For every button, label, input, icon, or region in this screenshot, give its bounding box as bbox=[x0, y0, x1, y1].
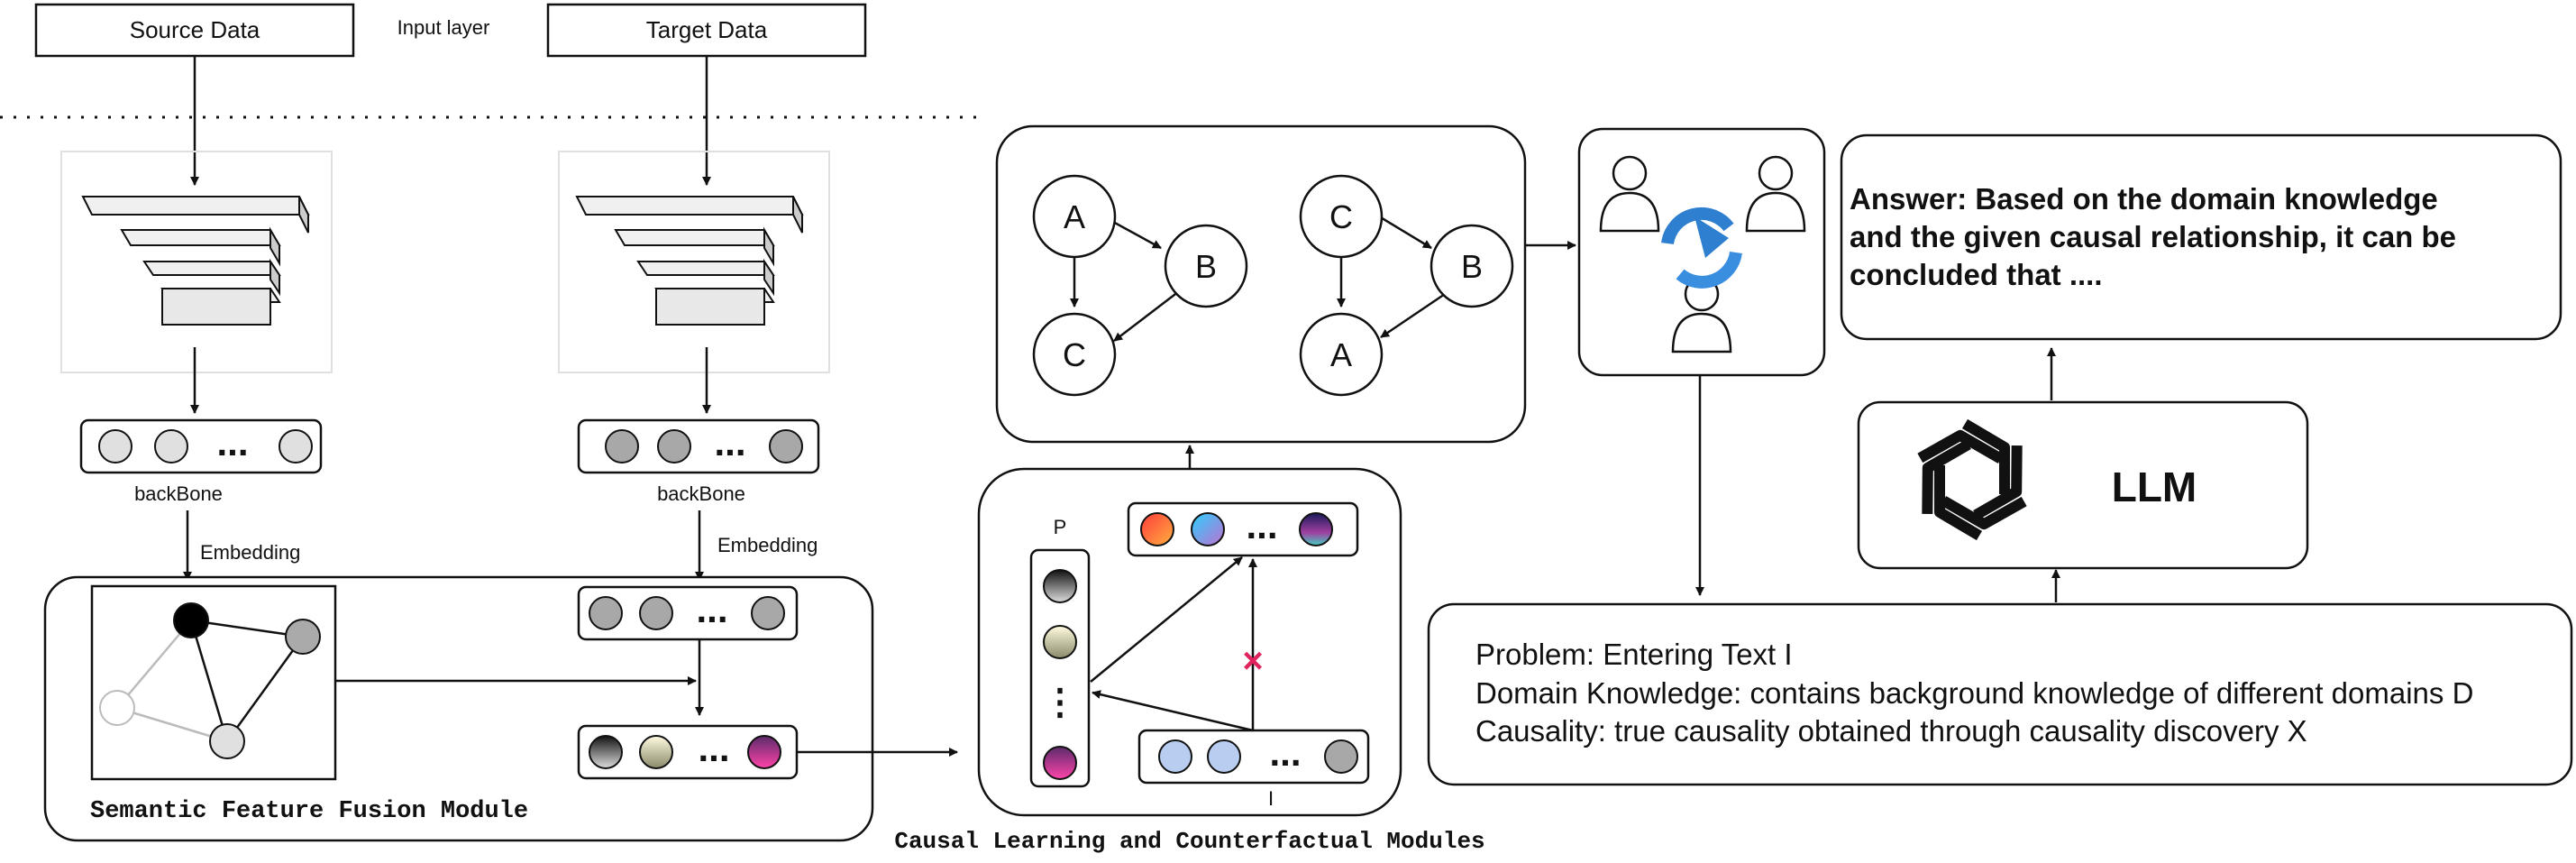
target-data-box: Target Data bbox=[546, 3, 867, 58]
ellipsis: ... bbox=[1246, 504, 1277, 546]
i-vector: ... bbox=[1137, 729, 1370, 785]
backbone-right-label: backBone bbox=[657, 482, 745, 505]
fusion-vector-top: ... bbox=[577, 585, 799, 641]
answer-box bbox=[1840, 133, 2562, 341]
causal-graphs-box bbox=[995, 124, 1527, 444]
feature-vector-left: ... bbox=[79, 418, 323, 474]
prompt-line-2: Domain Knowledge: contains background kn… bbox=[1475, 676, 2473, 710]
p-label: P bbox=[1054, 516, 1067, 538]
causal-graph-left: A B C bbox=[1032, 174, 1248, 397]
answer-line-3: concluded that .... bbox=[1850, 258, 2103, 291]
openai-logo-icon bbox=[1917, 418, 2027, 541]
ellipsis: ... bbox=[696, 588, 727, 630]
ellipsis: ... bbox=[698, 727, 729, 769]
backbone-network-left-icon bbox=[60, 151, 333, 373]
embedding-left-label: Embedding bbox=[200, 541, 300, 564]
input-layer-label: Input layer bbox=[397, 16, 490, 39]
vertical-ellipsis: ⋮ bbox=[1042, 683, 1078, 722]
causal-graph-right: C B A bbox=[1299, 174, 1514, 397]
embedding-right-label: Embedding bbox=[717, 534, 818, 556]
backbone-network-right-icon bbox=[558, 151, 830, 373]
source-data-box: Source Data bbox=[34, 3, 355, 58]
source-data-label: Source Data bbox=[130, 16, 260, 43]
causal-module-title: Causal Learning and Counterfactual Modul… bbox=[894, 828, 1484, 855]
user-icon bbox=[1745, 155, 1806, 233]
target-data-label: Target Data bbox=[646, 16, 768, 43]
refresh-cycle-icon bbox=[1661, 207, 1742, 289]
prompt-box bbox=[1427, 602, 2573, 786]
node-label: C bbox=[1329, 198, 1353, 235]
blocked-cross-icon: × bbox=[1242, 641, 1263, 681]
ellipsis: ... bbox=[216, 421, 248, 464]
ellipsis: ... bbox=[1269, 731, 1301, 774]
p-vector: ⋮ bbox=[1029, 548, 1091, 788]
user-icon bbox=[1599, 155, 1660, 233]
llm-label: LLM bbox=[2112, 464, 2197, 510]
backbone-left-label: backBone bbox=[134, 482, 223, 505]
semantic-graph bbox=[90, 584, 337, 781]
prompt-line-1: Problem: Entering Text I bbox=[1475, 638, 1793, 671]
arrow-p-to-output bbox=[1090, 556, 1243, 683]
fusion-module-title: Semantic Feature Fusion Module bbox=[90, 798, 528, 825]
fusion-vector-bottom: ... bbox=[577, 724, 799, 780]
output-vector: ... bbox=[1127, 501, 1359, 557]
ellipsis: ... bbox=[714, 421, 745, 464]
i-label: I bbox=[1268, 787, 1274, 810]
answer-line-1: Answer: Based on the domain knowledge bbox=[1850, 182, 2438, 216]
multi-agent-box bbox=[1577, 127, 1826, 377]
feature-vector-right: ... bbox=[577, 418, 820, 474]
arrow-i-to-p bbox=[1092, 690, 1254, 732]
node-label: A bbox=[1330, 336, 1352, 373]
prompt-line-3: Causality: true causality obtained throu… bbox=[1475, 714, 2307, 748]
node-label: C bbox=[1063, 336, 1086, 373]
answer-line-2: and the given causal relationship, it ca… bbox=[1850, 220, 2456, 253]
node-label: B bbox=[1195, 248, 1217, 285]
node-label: A bbox=[1064, 198, 1085, 235]
node-label: B bbox=[1461, 248, 1483, 285]
